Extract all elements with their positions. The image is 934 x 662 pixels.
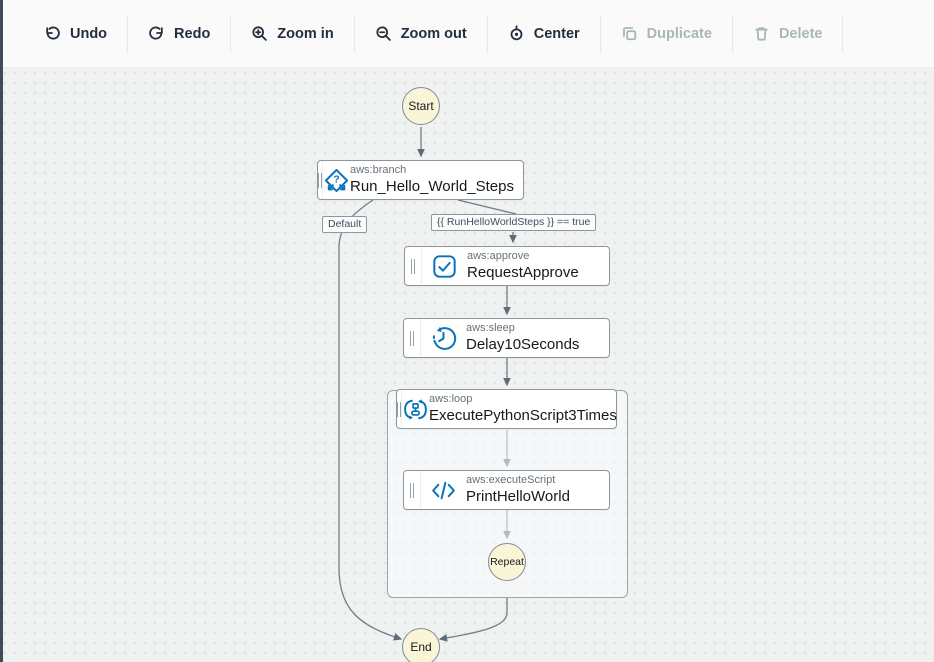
drag-handle[interactable]: [318, 161, 323, 199]
toolbar-separator: [599, 14, 601, 53]
node-run-hello-world-steps[interactable]: ? aws:branch Run_Hello_World_Steps: [317, 160, 524, 200]
repeat-terminal[interactable]: Repeat: [488, 543, 526, 581]
sleep-icon: [421, 319, 466, 357]
zoom-in-button[interactable]: Zoom in: [231, 15, 353, 53]
toolbar-separator: [486, 14, 488, 53]
duplicate-button[interactable]: Duplicate: [601, 15, 732, 53]
undo-label: Undo: [70, 25, 108, 42]
undo-button[interactable]: Undo: [24, 15, 127, 53]
node-type-label: aws:sleep: [466, 321, 515, 334]
drag-handle[interactable]: [404, 319, 421, 357]
node-print-hello-world[interactable]: aws:executeScript PrintHelloWorld: [403, 470, 610, 510]
drag-handle[interactable]: [397, 390, 402, 428]
center-button[interactable]: Center: [488, 15, 600, 53]
left-panel-edge: [0, 0, 3, 662]
node-type-label: aws:executeScript: [466, 473, 556, 486]
approve-icon: [422, 247, 467, 285]
toolbar: Undo Redo Zoom in Zoom out Center: [0, 0, 934, 68]
node-title: Run_Hello_World_Steps: [350, 177, 514, 195]
toolbar-separator: [731, 14, 733, 53]
node-title: RequestApprove: [467, 263, 579, 281]
node-title: Delay10Seconds: [466, 335, 580, 353]
center-icon: [510, 25, 523, 41]
node-type-label: aws:loop: [429, 392, 473, 405]
toolbar-separator: [842, 14, 844, 53]
svg-text:?: ?: [333, 174, 339, 185]
toolbar-separator: [230, 14, 232, 53]
condition-label: {{ RunHelloWorldSteps }} == true: [431, 214, 597, 231]
execute-script-icon: [421, 471, 466, 509]
redo-icon: [149, 26, 163, 40]
toolbar-separator: [127, 14, 129, 53]
grip-icon: [411, 258, 415, 274]
end-terminal[interactable]: End: [402, 628, 440, 662]
zoom-in-icon: [252, 26, 268, 41]
repeat-label: Repeat: [490, 556, 524, 568]
redo-button[interactable]: Redo: [128, 15, 230, 53]
node-title: PrintHelloWorld: [466, 487, 570, 505]
node-type-label: aws:branch: [350, 163, 407, 176]
delete-icon: [755, 27, 768, 41]
loop-icon: [402, 390, 429, 428]
drag-handle[interactable]: [404, 471, 421, 509]
node-delay-10-seconds[interactable]: aws:sleep Delay10Seconds: [403, 318, 610, 358]
node-execute-python-script-3-times[interactable]: aws:loop ExecutePythonScript3Times: [396, 389, 617, 429]
delete-label: Delete: [778, 25, 823, 42]
end-label: End: [410, 640, 432, 654]
default-branch-label: Default: [322, 216, 368, 233]
grip-icon: [397, 401, 401, 417]
start-label: Start: [408, 99, 434, 113]
node-request-approve[interactable]: aws:approve RequestApprove: [404, 246, 610, 286]
zoom-out-label: Zoom out: [400, 25, 467, 42]
zoom-out-icon: [376, 26, 391, 41]
drag-handle[interactable]: [405, 247, 422, 285]
zoom-in-label: Zoom in: [277, 25, 334, 42]
zoom-out-button[interactable]: Zoom out: [355, 15, 487, 53]
branch-icon: ?: [323, 161, 350, 199]
duplicate-icon: [622, 27, 636, 41]
node-type-label: aws:approve: [467, 249, 530, 262]
grip-icon: [410, 482, 414, 498]
center-label: Center: [533, 25, 580, 42]
toolbar-separator: [353, 14, 355, 53]
redo-label: Redo: [174, 25, 211, 42]
node-title: ExecutePythonScript3Times: [429, 406, 617, 424]
duplicate-label: Duplicate: [646, 25, 712, 42]
grip-icon: [318, 172, 322, 188]
workflow-canvas[interactable]: Start ? aws:branch Run_Hello_World_Steps…: [0, 68, 934, 662]
undo-icon: [46, 26, 60, 40]
grip-icon: [410, 330, 414, 346]
delete-button[interactable]: Delete: [733, 15, 843, 53]
start-terminal[interactable]: Start: [402, 87, 440, 125]
